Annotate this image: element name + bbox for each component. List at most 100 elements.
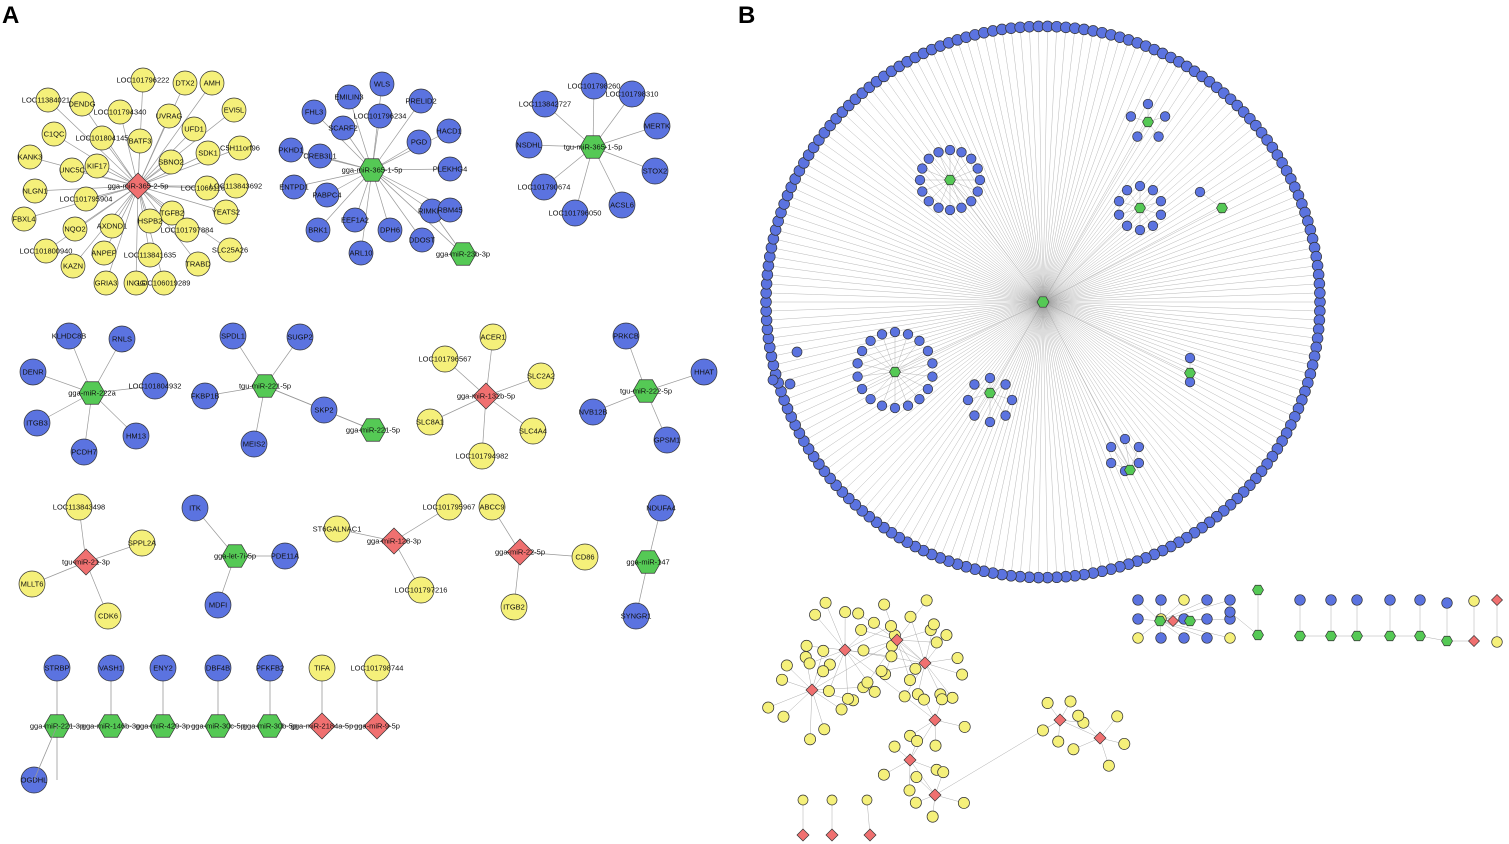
edge <box>899 301 1044 538</box>
edge <box>799 170 1044 303</box>
gene-node <box>936 693 948 706</box>
gene-label: FBXL4 <box>13 215 36 224</box>
mirna-hub <box>1093 731 1107 745</box>
edge <box>766 301 1044 312</box>
gene-node <box>1218 87 1230 99</box>
panel-label-b: B <box>738 2 756 29</box>
gene-node <box>1023 20 1036 33</box>
gene-node <box>1064 695 1077 708</box>
gene-label: ST6GALNAC1 <box>313 525 362 534</box>
edge <box>766 292 1044 303</box>
edge <box>1137 599 1161 622</box>
mirna-hub: tgu-miR-222-5p <box>620 379 672 403</box>
gene-node <box>1114 561 1126 573</box>
gene-label: SBNO2 <box>158 158 183 167</box>
gene-node <box>762 259 775 272</box>
gene-node: WLS <box>369 71 395 97</box>
mirna-hub: gga-miR-146b-3p <box>82 714 140 738</box>
edge <box>861 629 898 641</box>
edge <box>989 392 1013 401</box>
edge <box>137 185 227 213</box>
gene-node <box>946 691 959 704</box>
mirna-label: tgu-miR-221-5p <box>239 382 291 391</box>
gene-node <box>807 450 820 463</box>
gene-node <box>1313 278 1326 290</box>
gene-node: PLEKHG4 <box>433 156 467 182</box>
gene-node: KAZN <box>60 253 86 279</box>
gene-node <box>1134 180 1146 192</box>
gene-node <box>1271 443 1284 455</box>
gene-label: SYNGR1 <box>621 612 652 621</box>
edge <box>803 162 1044 303</box>
edge <box>907 301 1044 543</box>
gene-node <box>870 516 883 529</box>
gene-node <box>1181 531 1193 544</box>
gene-node <box>925 43 938 56</box>
edge <box>1042 274 1319 303</box>
edge <box>803 301 1044 442</box>
edge <box>894 350 929 373</box>
gene-node: INGG <box>123 270 149 296</box>
edge <box>1042 118 1250 303</box>
gene-node <box>876 329 888 340</box>
gene-node <box>934 688 947 701</box>
gene-node <box>893 531 905 544</box>
edge <box>915 301 1044 547</box>
gene-node: TIFA <box>308 654 336 682</box>
gene-label: PDE11A <box>271 552 299 561</box>
gene-node: STRBP <box>43 654 71 682</box>
gene-node: HSPB2 <box>137 208 163 234</box>
gene-node <box>856 345 868 357</box>
gene-node <box>1308 241 1321 254</box>
edge <box>1159 599 1208 622</box>
gene-label: UFD1 <box>184 125 204 134</box>
edge <box>934 794 964 804</box>
gene-node <box>852 371 863 382</box>
mirna-hub <box>1252 629 1264 641</box>
gene-node <box>1069 570 1081 582</box>
edge <box>787 195 1044 303</box>
gene-node: SPPL2A <box>128 529 156 557</box>
edge <box>983 301 1044 572</box>
gene-node <box>1041 697 1054 709</box>
gene-node: FKBP1B <box>191 382 219 410</box>
gene-node <box>1155 613 1167 625</box>
gene-node <box>780 659 793 672</box>
gene-node <box>777 710 790 723</box>
gene-node: LOC101804932 <box>129 372 181 400</box>
gene-node <box>1014 570 1026 583</box>
gene-node: LOC113840216 <box>22 87 74 113</box>
gene-label: BRK1 <box>308 226 328 235</box>
mirna-label: gga-miR-365-2-5p <box>108 182 169 191</box>
edge <box>824 301 1044 472</box>
gene-label: RNLS <box>112 335 132 344</box>
gene-node: ACSL6 <box>608 191 636 219</box>
edge <box>1042 301 1319 330</box>
gene-node <box>775 385 787 398</box>
gene-node <box>1285 419 1297 431</box>
gene-node: TRABD <box>185 251 211 277</box>
edge <box>1042 301 1210 523</box>
gene-label: SUGP2 <box>287 333 312 342</box>
edge <box>778 221 1044 303</box>
gene-node: UFD1 <box>181 116 207 142</box>
gene-node <box>772 377 784 389</box>
gene-node: HM13 <box>122 422 150 450</box>
edge <box>883 76 1044 303</box>
gene-node <box>978 565 990 578</box>
gene-label: C1QC <box>44 130 65 139</box>
gene-node <box>1289 181 1301 193</box>
gene-node <box>888 629 901 642</box>
gene-node <box>1250 119 1262 132</box>
gene-node <box>841 692 854 705</box>
edge <box>1042 301 1187 538</box>
edge <box>371 169 423 241</box>
edge <box>1042 207 1223 303</box>
gene-node: ITGB3 <box>23 409 51 437</box>
gene-label: KIF17 <box>87 162 107 171</box>
gene-node <box>923 153 934 164</box>
gene-node <box>1210 510 1223 523</box>
gene-label: LOC101797884 <box>161 226 214 235</box>
gene-node <box>924 624 937 636</box>
gene-node: BATF3 <box>127 128 153 154</box>
